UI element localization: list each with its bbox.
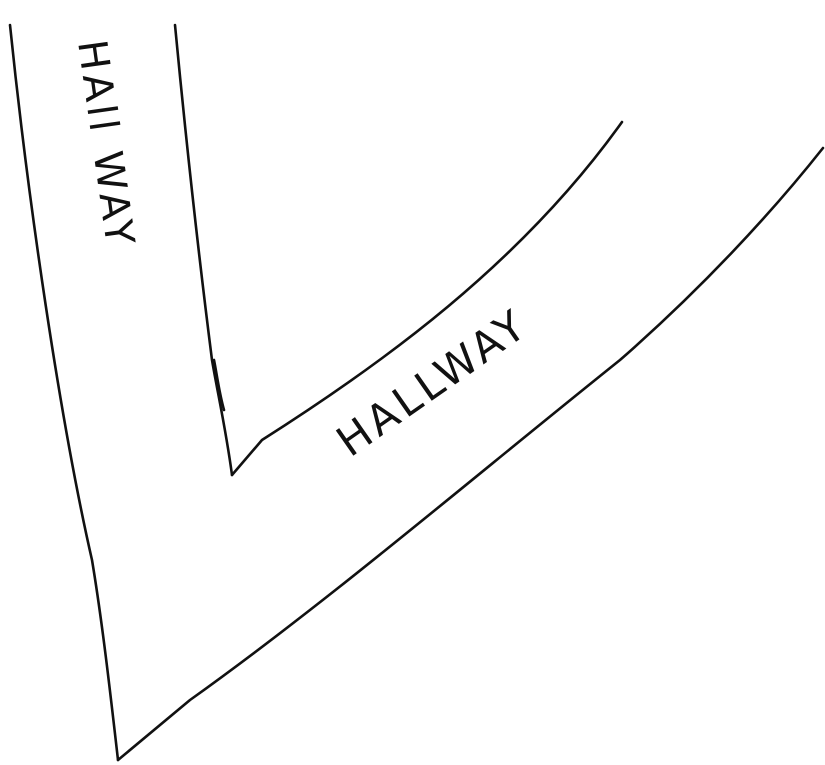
diagonal-hallway-label: HALLWAY [328, 299, 538, 466]
inner-corner-overstroke [212, 358, 226, 412]
diagonal-hallway-inner-wall [230, 120, 624, 477]
vertical-hallway-inner-wall [173, 23, 234, 477]
vertical-hallway-outer-wall [8, 23, 120, 762]
vertical-hallway-label: HAll WAY [68, 37, 143, 252]
diagonal-hallway-outer-wall [116, 146, 825, 762]
